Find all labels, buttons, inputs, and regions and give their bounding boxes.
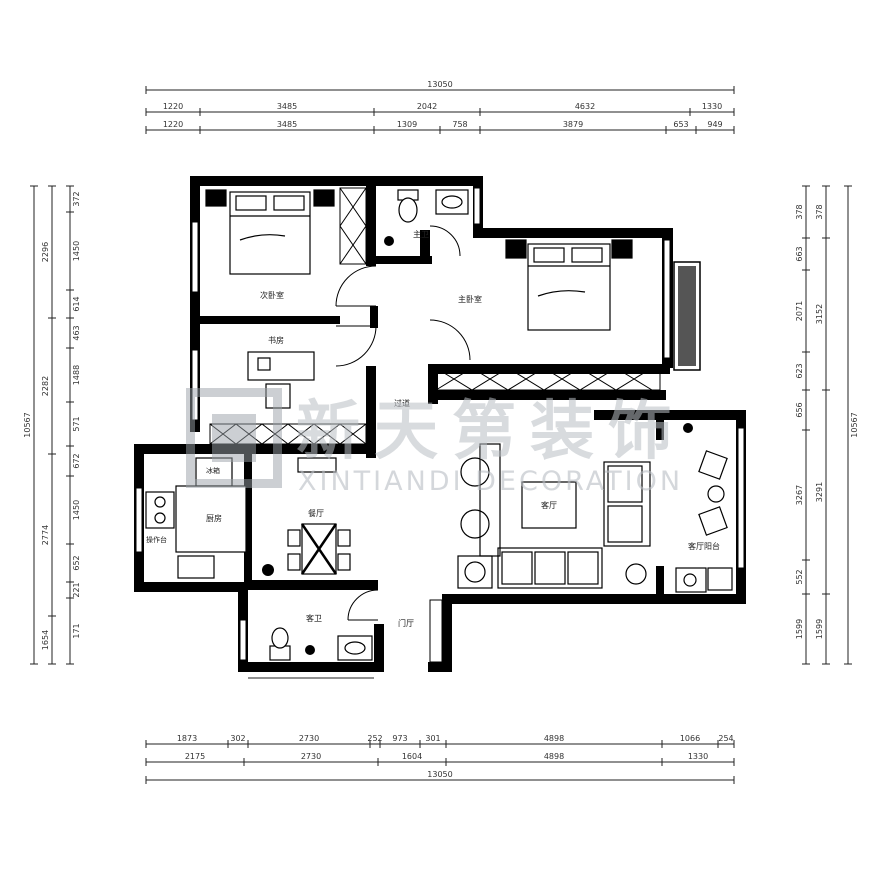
dimension-label: 1220	[163, 102, 183, 111]
bath-fixtures	[269, 189, 469, 661]
dimension-label: 4898	[544, 734, 564, 743]
dimension-label: 1599	[795, 619, 804, 639]
dimension-label: 10567	[23, 412, 32, 437]
dimension-label: 1604	[402, 752, 422, 761]
dimension-label: 372	[72, 191, 81, 206]
label-guest-bath: 客卫	[306, 613, 322, 623]
dimension-label: 4898	[544, 752, 564, 761]
dimension-label: 652	[72, 555, 81, 570]
dimension-label: 1450	[72, 241, 81, 261]
dimension-label: 221	[72, 582, 81, 597]
dimension-label: 1654	[41, 630, 50, 650]
label-balcony: 客厅阳台	[688, 541, 720, 551]
dimension-label: 3291	[815, 482, 824, 502]
dimension-label: 13050	[427, 770, 452, 779]
dimension-label: 1450	[72, 500, 81, 520]
dimension-label: 949	[707, 120, 722, 129]
door-swings	[335, 225, 471, 621]
balcony-furniture	[675, 450, 733, 593]
dimension-label: 252	[367, 734, 382, 743]
dimension-label: 672	[72, 453, 81, 468]
dimension-label: 656	[795, 402, 804, 417]
dining-table	[287, 523, 351, 575]
dimension-label: 614	[72, 296, 81, 311]
dimension-label: 973	[392, 734, 407, 743]
windows	[135, 187, 745, 661]
label-entrance: 门厅	[398, 618, 414, 628]
dimension-label: 3152	[815, 304, 824, 324]
dimension-labels: 13050 1220 3485 2042 4632 1330 1220 3485 1309 758…	[23, 80, 859, 779]
dimension-label: 10567	[850, 412, 859, 437]
dimension-label: 2175	[185, 752, 205, 761]
dimension-label: 2296	[41, 242, 50, 262]
dimension-label: 378	[795, 204, 804, 219]
label-dining: 餐厅	[308, 509, 324, 518]
dimension-label: 3485	[277, 120, 297, 129]
dimension-label: 2730	[301, 752, 321, 761]
dimension-label: 653	[673, 120, 688, 129]
dimension-label: 4632	[575, 102, 595, 111]
label-study: 书房	[268, 335, 284, 345]
dimension-label: 2282	[41, 376, 50, 396]
label-master-bedroom: 主卧室	[458, 294, 482, 304]
dimension-lines	[30, 86, 852, 784]
dimension-label: 3879	[563, 120, 583, 129]
dimension-label: 1873	[177, 734, 197, 743]
dimension-label: 623	[795, 363, 804, 378]
label-kitchen: 厨房	[206, 513, 222, 523]
label-corridor: 过道	[394, 398, 410, 408]
label-living: 客厅	[541, 500, 557, 510]
dimension-label: 1330	[688, 752, 708, 761]
dimension-label: 463	[72, 325, 81, 340]
dimension-label: 1220	[163, 120, 183, 129]
label-second-bedroom: 次卧室	[260, 290, 284, 300]
dimension-label: 1066	[680, 734, 700, 743]
dimension-label: 552	[795, 569, 804, 584]
dimension-label: 2774	[41, 525, 50, 545]
dimension-label: 302	[230, 734, 245, 743]
dimension-label: 2730	[299, 734, 319, 743]
dimension-label: 2071	[795, 301, 804, 321]
dimension-label: 171	[72, 623, 81, 638]
dimension-label: 1488	[72, 365, 81, 385]
dimension-label: 663	[795, 246, 804, 261]
room-labels: 次卧室 主卧室 书房 主卫 过道 厨房 操作台 冰箱 餐厅 客厅 客厅阳台 客卫…	[146, 229, 720, 628]
dimension-label: 571	[72, 416, 81, 431]
dimension-label: 3267	[795, 485, 804, 505]
label-master-bath: 主卫	[413, 229, 429, 239]
label-fridge: 冰箱	[206, 466, 220, 475]
living-furniture	[457, 443, 651, 589]
plants	[262, 236, 693, 655]
dimension-label: 3485	[277, 102, 297, 111]
planter	[673, 261, 701, 371]
label-kitchen-counter: 操作台	[146, 535, 167, 544]
dimension-label: 758	[452, 120, 467, 129]
dimension-label: 1309	[397, 120, 417, 129]
dimension-label: 254	[718, 734, 733, 743]
dimension-label: 13050	[427, 80, 452, 89]
beds	[205, 189, 633, 331]
dimension-label: 301	[425, 734, 440, 743]
study-desk	[247, 351, 315, 409]
dimension-label: 1330	[702, 102, 722, 111]
dimension-label: 2042	[417, 102, 437, 111]
dimension-label: 378	[815, 204, 824, 219]
dimension-label: 1599	[815, 619, 824, 639]
